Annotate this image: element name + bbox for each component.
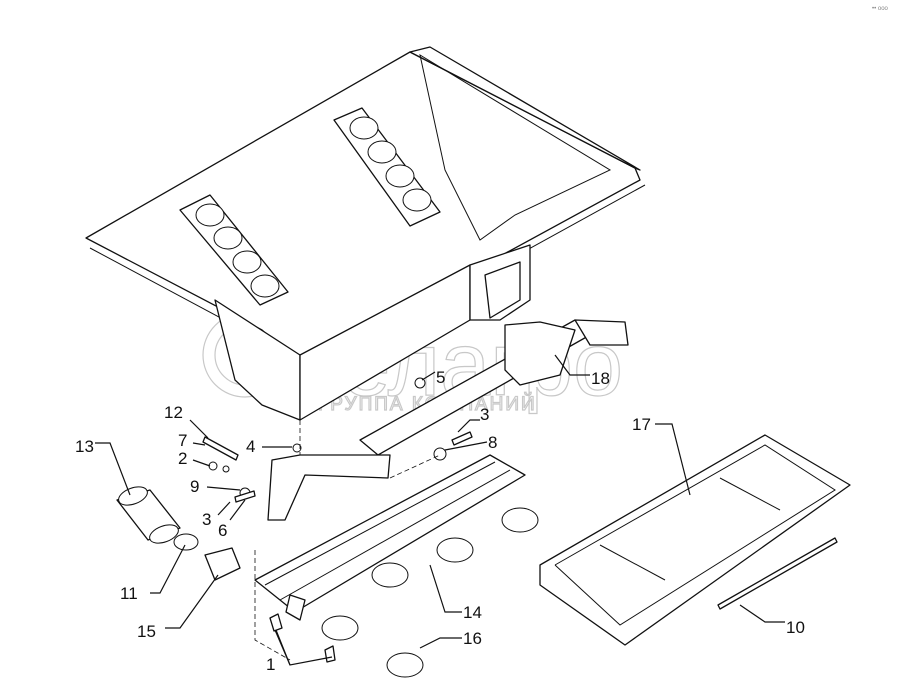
callout-12: 12: [164, 403, 183, 422]
callout-18: 18: [591, 369, 610, 388]
callout-4: 4: [246, 437, 255, 456]
hopper: [85, 46, 646, 421]
assembly-lines: [254, 420, 441, 661]
callout-11: 11: [120, 584, 138, 603]
callout-3b: 3: [480, 405, 489, 424]
leader-lines: [95, 354, 785, 666]
callout-3: 3: [202, 510, 211, 529]
callout-2: 2: [178, 449, 187, 468]
callout-14: 14: [463, 603, 482, 622]
tube-assembly-14: [254, 454, 539, 678]
callout-5: 5: [436, 368, 445, 387]
callout-16: 16: [463, 629, 482, 648]
tray-17: [539, 434, 851, 646]
callout-15: 15: [137, 622, 156, 641]
callout-7: 7: [178, 431, 187, 450]
callout-13: 13: [75, 437, 94, 456]
lever-4: [267, 443, 391, 521]
sleeve-13: [116, 486, 241, 581]
shaft-18: [359, 319, 629, 456]
callouts: 12 7 2 4 9 3 6 5 3 8 18 13 11 15 14 16 1…: [75, 368, 805, 674]
fasteners: [202, 377, 473, 663]
callout-10: 10: [786, 618, 805, 637]
callout-6: 6: [218, 521, 227, 540]
corner-mark: •• ooo: [872, 6, 889, 12]
callout-8: 8: [488, 433, 497, 452]
callout-1: 1: [266, 655, 275, 674]
rod-10: [717, 537, 838, 610]
callout-9: 9: [190, 477, 199, 496]
callout-17: 17: [632, 415, 651, 434]
